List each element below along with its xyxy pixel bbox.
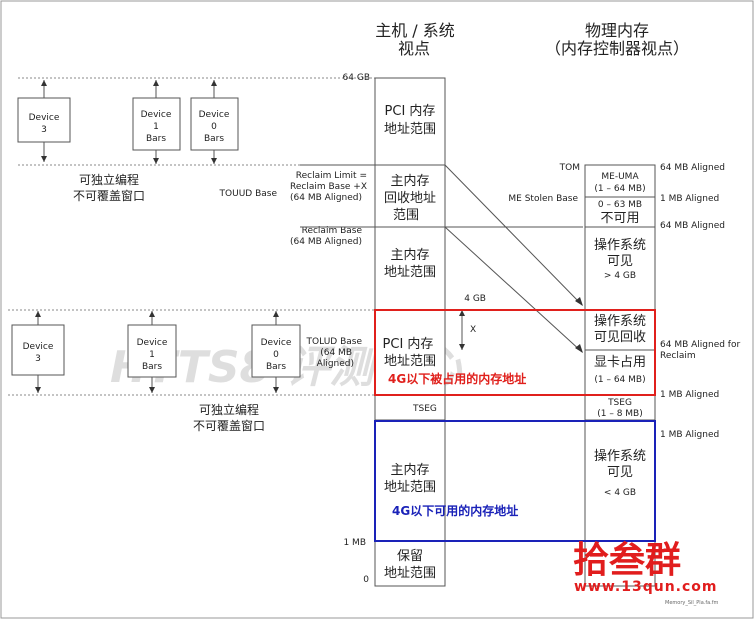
phys-gfx-line2: (1 – 64 MB) [594,375,645,385]
phys-unusable-line2: 不可用 [600,211,639,226]
host-reserved-line2: 地址范围 [384,566,436,581]
host-reclaim-line2: 回收地址 [384,191,436,206]
host-main-lower-line1: 主内存 [390,462,429,478]
device-mid-1-label3: Bars [142,362,162,372]
label-x: X [470,325,476,335]
label-reclaim-limit-3: (64 MB Aligned) [290,193,362,203]
label-zero: 0 [363,575,369,585]
host-pci-low-line2: 地址范围 [384,354,436,369]
host-reserved-line1: 保留 [397,549,423,564]
device-top-1-label2: 1 [153,122,159,132]
phys-gfx-line1: 显卡占用 [594,355,646,370]
phys-os-low-line3: < 4 GB [604,488,636,498]
phys-column [584,164,656,587]
occupied-region-box [374,309,656,396]
host-main-upper-line1: 主内存 [390,247,429,263]
phys-os-reclaim-line1: 操作系统 [594,313,646,329]
phys-me-uma-line1: ME-UMA [601,172,639,182]
prog-text-mid-line1: 可独立编程 [199,402,259,417]
phys-me-uma-line2: (1 – 64 MB) [594,184,645,194]
align-label-3: 64 MB Aligned [660,221,725,231]
device-mid-2-label2: 0 [273,350,279,360]
prog-text-mid-line2: 不可覆盖窗口 [193,419,265,433]
phys-os-high-line3: > 4 GB [604,271,636,281]
phys-tseg-line1: TSEG [607,398,632,408]
label-reclaim-base-1: Reclaim Base [302,226,363,236]
align-label-1: 64 MB Aligned [660,163,725,173]
device-top-0-label1: Device [29,113,60,123]
label-me-stolen-base: ME Stolen Base [508,194,578,204]
label-tolud-3: Aligned) [317,359,354,369]
label-reclaim-limit-1: Reclaim Limit = [296,171,367,181]
phys-os-high-line1: 操作系统 [594,237,646,253]
device-group-mid [11,311,301,393]
device-group-top [17,80,239,164]
host-pci-low-line1: PCI 内存 [383,336,434,352]
prog-text-top-line1: 可独立编程 [79,172,139,187]
label-1mb: 1 MB [343,538,366,548]
phys-view-header-line2: （内存控制器视点） [545,39,689,58]
device-top-2-label2: 0 [211,122,217,132]
label-tolud-2: (64 MB [320,348,352,358]
label-64gb: 64 GB [343,73,370,83]
host-view-header-line1: 主机 / 系统 [375,21,455,40]
phys-tseg-line2: (1 – 8 MB) [597,409,643,419]
occupied-region-label: 4G以下被占用的内存地址 [388,371,526,386]
align-label-4-line1: 64 MB Aligned for [660,340,740,350]
align-label-2: 1 MB Aligned [660,194,719,204]
device-mid-2-label3: Bars [266,362,286,372]
align-label-5: 1 MB Aligned [660,390,719,400]
reclaim-arrows [300,164,583,353]
label-tolud-1: TOLUD Base [306,337,363,347]
prog-text-top-line2: 不可覆盖窗口 [73,189,145,203]
host-main-lower-line2: 地址范围 [384,480,436,495]
host-column [374,77,446,587]
device-top-2-label1: Device [199,110,230,120]
brand-url: www.13qun.com [574,579,717,595]
label-reclaim-limit-2: Reclaim Base +X [290,182,367,192]
align-label-6: 1 MB Aligned [660,430,719,440]
device-top-2-label3: Bars [204,134,224,144]
phys-os-high-line2: 可见 [607,254,633,269]
label-reclaim-base-2: (64 MB Aligned) [290,237,362,247]
host-pci-top-line2: 地址范围 [384,122,436,137]
label-tseg-host: TSEG [412,404,437,414]
phys-os-low-line2: 可见 [607,465,633,480]
host-main-upper-line2: 地址范围 [384,265,436,280]
device-mid-0-label2: 3 [35,354,41,364]
host-reclaim-line1: 主内存 [390,173,429,189]
source-tag: Memory_Sil_Pla.fa.fm [665,600,719,606]
phys-view-header-line1: 物理内存 [585,21,649,40]
phys-unusable-line1: 0 – 63 MB [598,200,642,210]
host-pci-top-line1: PCI 内存 [385,103,436,119]
device-mid-1-label1: Device [137,338,168,348]
label-tom: TOM [559,163,580,173]
usable-region-box [374,420,656,542]
label-4gb: 4 GB [464,294,486,304]
usable-region-label: 4G以下可用的内存地址 [392,503,518,518]
label-touud-base: TOUUD Base [219,189,278,199]
align-label-4-line2: Reclaim [660,351,696,361]
brand-logo: 拾叁群 [573,540,681,581]
host-view-header-line2: 视点 [398,39,430,58]
device-top-1-label1: Device [141,110,172,120]
device-mid-2-label1: Device [261,338,292,348]
device-top-1-label3: Bars [146,134,166,144]
phys-os-reclaim-line2: 可见回收 [594,330,646,345]
host-reclaim-line3: 范围 [393,208,419,223]
device-top-0-label2: 3 [41,125,47,135]
device-mid-0-label1: Device [23,342,54,352]
device-mid-1-label2: 1 [149,350,155,360]
phys-os-low-line1: 操作系统 [594,448,646,464]
